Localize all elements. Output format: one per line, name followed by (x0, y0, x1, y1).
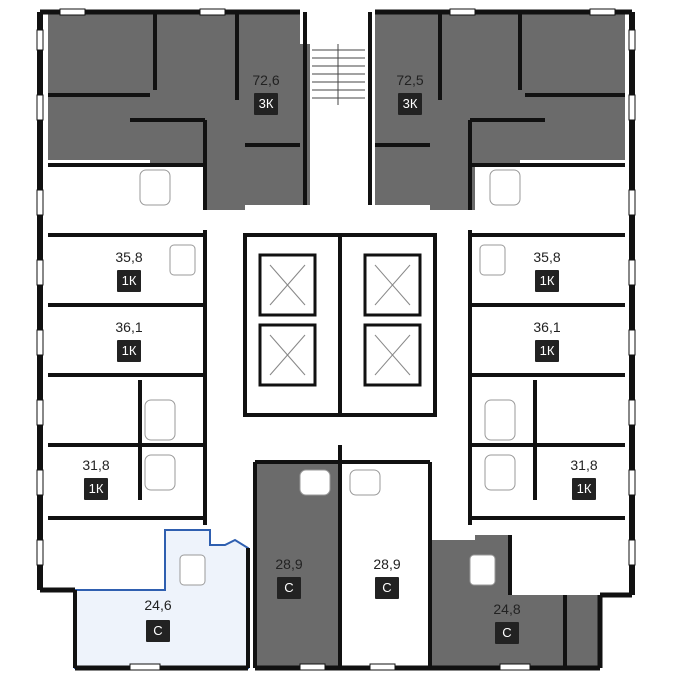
type-badge-a6[interactable]: 1К (535, 340, 559, 362)
area-label-a5: 36,1 (115, 319, 143, 335)
elevator-core (243, 233, 437, 417)
bathroom-fixtures (139, 169, 521, 586)
apartment-a1-shape[interactable] (48, 12, 310, 210)
area-label-a9: 28,9 (275, 556, 303, 572)
type-badge-a5[interactable]: 1К (117, 340, 141, 362)
type-badge-a3[interactable]: 1К (117, 270, 141, 292)
type-badge-a11[interactable]: С (146, 620, 170, 642)
area-label-a11: 24,6 (144, 597, 172, 613)
stairs (312, 44, 365, 105)
area-label-a4: 35,8 (533, 249, 561, 265)
interior-walls (48, 12, 625, 668)
type-badge-a1[interactable]: 3К (254, 93, 278, 115)
area-label-a2: 72,5 (396, 72, 424, 88)
area-label-a1: 72,6 (252, 72, 280, 88)
type-badge-a10[interactable]: С (375, 577, 399, 599)
type-badge-a12[interactable]: С (495, 622, 519, 644)
area-label-a3: 35,8 (115, 249, 143, 265)
area-label-a6: 36,1 (533, 319, 561, 335)
type-badge-a7[interactable]: 1К (84, 478, 108, 500)
window-openings (36, 8, 636, 671)
type-badge-a9[interactable]: С (277, 577, 301, 599)
area-label-a7: 31,8 (82, 457, 110, 473)
apartment-a2-shape[interactable] (375, 12, 625, 210)
type-badge-a8[interactable]: 1К (572, 478, 596, 500)
area-label-a12: 24,8 (493, 601, 521, 617)
apartment-a9-shape[interactable] (255, 462, 340, 668)
area-label-a8: 31,8 (570, 457, 598, 473)
type-badge-a4[interactable]: 1К (535, 270, 559, 292)
area-label-a10: 28,9 (373, 556, 401, 572)
type-badge-a2[interactable]: 3К (398, 93, 422, 115)
